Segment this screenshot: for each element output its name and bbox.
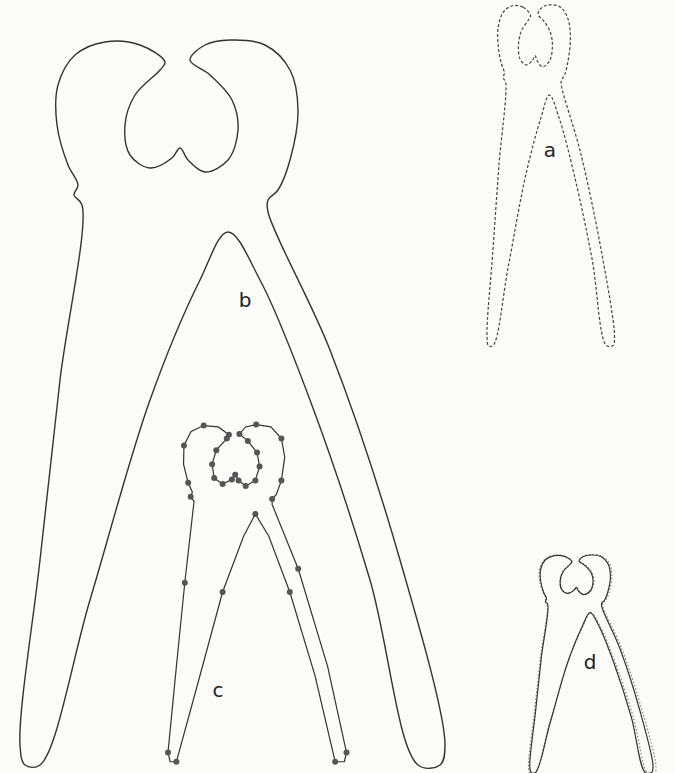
landmark-dot [220, 481, 226, 487]
landmark-dot [182, 580, 188, 586]
figure-letter: b [239, 290, 252, 310]
pincers-landmark-polygon [168, 425, 347, 762]
landmark-dot [295, 566, 301, 572]
landmark-dot [220, 589, 226, 595]
landmark-dot [165, 749, 171, 755]
landmark-dot [185, 480, 191, 486]
figure-letter: d [584, 652, 597, 672]
landmark-dot [278, 477, 284, 483]
landmark-dot [252, 511, 258, 517]
pincers-outline-large [20, 40, 445, 768]
landmark-dot [211, 475, 217, 481]
landmark-dot [236, 431, 242, 437]
landmark-dot [278, 436, 284, 442]
landmark-dot [252, 477, 258, 483]
landmark-dot [257, 463, 263, 469]
figure-letter: c [213, 680, 224, 700]
landmark-dot [181, 443, 187, 449]
landmark-dot [344, 749, 350, 755]
landmark-dot [332, 759, 338, 765]
landmark-dot [253, 422, 259, 428]
landmark-dot [245, 438, 251, 444]
landmark-dot [201, 423, 207, 429]
landmark-dots [165, 422, 350, 765]
landmark-dot [236, 477, 242, 483]
pincers-outline-dashed [487, 5, 615, 347]
landmark-dot [224, 436, 230, 442]
pincers-outline-dotted [528, 555, 656, 773]
landmark-dot [243, 483, 249, 489]
landmark-dot [229, 476, 235, 482]
landmark-dot [213, 447, 219, 453]
landmark-dot [254, 450, 260, 456]
landmark-dot [269, 496, 275, 502]
figure-letter: a [544, 140, 556, 160]
landmark-dot [287, 589, 293, 595]
landmark-dot [173, 759, 179, 765]
landmark-dot [188, 494, 194, 500]
pincers-outline-small [530, 555, 653, 773]
landmark-dot [209, 461, 215, 467]
